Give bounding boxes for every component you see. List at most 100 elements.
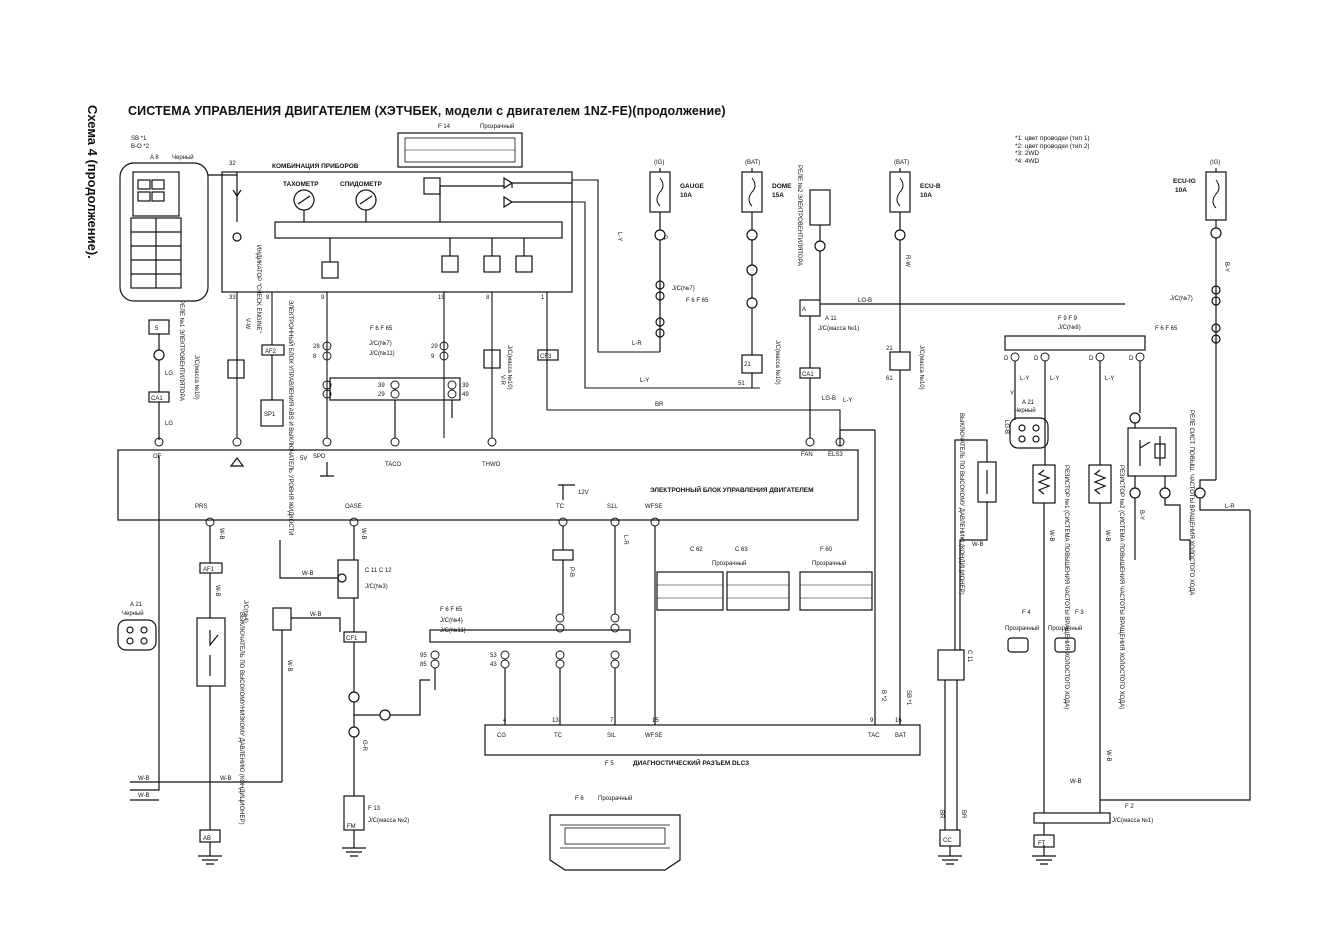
jc7-pin-28: 28	[313, 344, 320, 350]
jc8-pin-d2: D	[1034, 356, 1039, 362]
connector-f6-face	[549, 814, 681, 871]
fuse-gauge-src: (IG)	[654, 160, 664, 166]
wire-br-a: BR	[655, 402, 664, 408]
relay-fan1-term	[153, 349, 165, 361]
fuse-ecuig-name: ECU-IG	[1173, 178, 1196, 185]
a11-pin: A	[802, 307, 806, 313]
connector-f3	[1054, 637, 1076, 653]
wire-wb-5: W-B	[138, 776, 150, 782]
jc7-pin-39: 39	[378, 383, 385, 389]
f6-label: F 6	[575, 796, 584, 802]
check-engine-label: ИНДИКАТОР "CHECK ENGINE"	[255, 245, 261, 333]
wire-ly-a: L-Y	[616, 232, 622, 241]
a8-wire-bo: B-O *2	[131, 144, 150, 150]
f60-label: F 60	[820, 547, 833, 553]
f4-type: Прозрачный	[1005, 625, 1039, 632]
jc4-box	[272, 607, 292, 631]
meter-module-a	[423, 177, 441, 195]
jc-mass10-ecub: J/C(масса №10)	[918, 345, 925, 390]
connector-f4	[1007, 637, 1029, 653]
ecu-pin-fan: FAN	[801, 452, 813, 458]
jc7-label: J/C(№7)	[369, 340, 392, 347]
relay-fan1-pin: 5	[155, 326, 159, 332]
jc7-pin-29: 29	[431, 344, 438, 350]
jc-mass10-box-mid	[483, 349, 501, 369]
wire-lr-b: L-R	[622, 535, 628, 545]
dlc3-id: F 5	[605, 761, 614, 767]
cf1-label: CF1	[346, 636, 358, 642]
a8-label: A 8	[150, 155, 159, 161]
ecu-transistor-icon	[229, 457, 245, 467]
jc8-bus	[1004, 335, 1146, 351]
cm-pin-8b: 8	[486, 295, 490, 301]
speedo-label: СПИДОМЕТР	[340, 181, 382, 188]
ground-ab-label: AB	[203, 836, 211, 842]
dlc-num-1: 13	[552, 718, 559, 724]
wire-lg-1: LG	[165, 371, 173, 377]
jc3-label: J/C(№3)	[365, 583, 388, 590]
jc-mass10-box-left	[227, 359, 245, 379]
fuse-dome-jc: 21	[744, 362, 751, 368]
combination-label: КОМБИНАЦИЯ ПРИБОРОВ	[272, 163, 359, 170]
cm-pin-19: 19	[438, 295, 445, 301]
connector-f60-face	[799, 571, 873, 611]
cm-pin-1: 1	[541, 295, 545, 301]
wire-wb-3: W-B	[972, 542, 984, 548]
cm-pin-9: 9	[321, 295, 325, 301]
jcb-pin-95: 95	[420, 653, 427, 659]
dlc-pin-bat: BAT	[895, 733, 907, 739]
jc4-label: J/C(№4)	[242, 600, 249, 623]
jc7-pin-9: 9	[431, 354, 435, 360]
connector-c63-face	[726, 571, 790, 611]
relay-fan2-label: РЕЛЕ №2 ЭЛЕКТРОВЕНТИЛЯТОРА	[796, 165, 803, 266]
dlc-pin-cg: CG	[497, 733, 506, 739]
note-2: *2: цвет проводки (тип 2)	[1015, 142, 1090, 150]
ecu-pin-s1l: S1L	[607, 504, 618, 510]
dlc-pin-wfse: WFSE	[645, 733, 662, 739]
relay-idle-box	[1127, 427, 1177, 477]
wire-wb-1: W-B	[302, 571, 314, 577]
tacho-label: ТАХОМЕТР	[283, 181, 319, 188]
wire-wb-12: W-B	[1104, 530, 1110, 542]
resistor2-label: РЕЗИСТОР №2 (СИСТЕМА ПОВЫШЕНИЯ ЧАСТОТЫ В…	[1118, 465, 1125, 709]
pressure-switch-box	[196, 617, 226, 687]
a21-left-label: A 21	[130, 602, 143, 608]
f6-type: Прозрачный	[598, 795, 632, 802]
a21-left-color: Черный	[122, 610, 144, 617]
fuse-ecub-pin61: 61	[886, 376, 893, 382]
wire-br-1: BR	[938, 810, 944, 819]
fuse-gauge-rating: 10A	[680, 192, 692, 199]
wire-wb-6: W-B	[138, 793, 150, 799]
wire-br-2: BR	[960, 810, 966, 819]
wire-lr-right: L-R	[1225, 504, 1235, 510]
wire-wb-14: W-B	[286, 660, 292, 672]
note-3: *3: 2WD	[1015, 150, 1040, 157]
jc8-wire-ly2: L-Y	[1050, 376, 1059, 382]
fuse-gauge: (IG) GAUGE 10A P J/C(№7) F 6 F 65	[649, 160, 709, 352]
fuse-ecub-pin21: 21	[886, 346, 893, 352]
jc-mass2-label: J/C(масса №2)	[368, 817, 409, 824]
a21-top-color: Черный	[1014, 407, 1036, 414]
wire-by-a: B-Y	[1223, 262, 1229, 272]
ecu-pin-wfse: WFSE	[645, 504, 662, 510]
ecu-pin-taco: TACO	[385, 462, 402, 468]
note-1: *1: цвет проводки (тип 1)	[1015, 135, 1090, 142]
connector-a8-face	[119, 162, 209, 302]
jc7-pin-8: 8	[313, 354, 317, 360]
jc8-pin-d4: D	[1129, 356, 1134, 362]
dlc-num-5: 16	[895, 718, 902, 724]
engine-ecu-box	[117, 449, 859, 521]
connector-a21-top	[1009, 417, 1049, 449]
a21-top-label: A 21	[1022, 400, 1035, 406]
fuse-dome-rating: 15A	[772, 192, 784, 199]
f60-type: Прозрачный	[812, 560, 846, 567]
jc-mass10-dome: J/C(масса №10)	[774, 340, 781, 385]
ecu-pin-of: OF	[153, 454, 162, 460]
relay-fan2: РЕЛЕ №2 ЭЛЕКТРОВЕНТИЛЯТОРА A A 11 J/C(ма…	[796, 165, 1125, 438]
ecu-5v: 5V	[300, 456, 307, 462]
diode-icon-1	[503, 176, 514, 190]
wire-vr-a: V-R	[499, 375, 505, 386]
diode-icon-2	[503, 195, 514, 209]
f6-ref-gauge: F 6 F 65	[686, 298, 709, 304]
